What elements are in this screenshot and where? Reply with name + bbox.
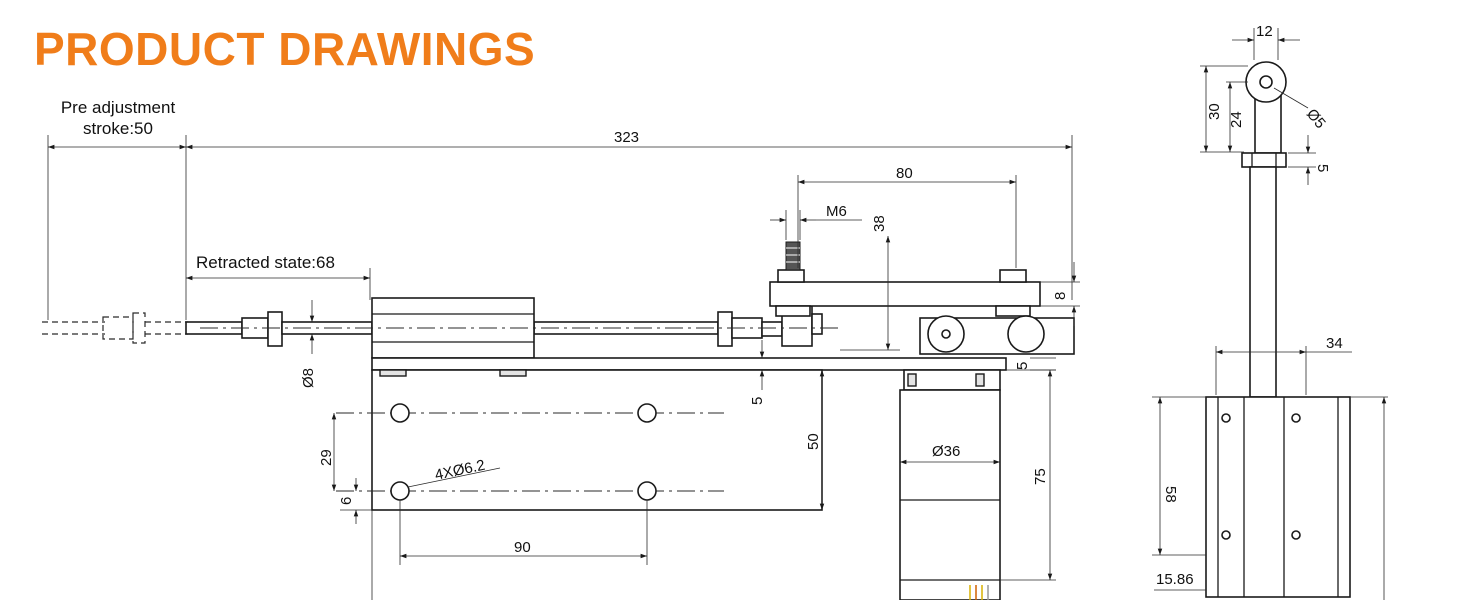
dim-hole-spacing-v: 29	[318, 449, 335, 466]
label-thread-m6: M6	[826, 203, 847, 220]
dim-eye-height-30: 30	[1206, 103, 1223, 120]
dim-overall-length: 323	[614, 129, 639, 146]
mounting-hole	[390, 403, 410, 423]
dim-plate-5-right: 5	[1014, 362, 1031, 370]
mounting-holes	[336, 403, 724, 501]
retracted-state-label: Retracted state:68	[196, 253, 335, 272]
dim-height-38: 38	[871, 215, 888, 232]
top-bracket	[769, 269, 1041, 317]
dim-motor-height: 75	[1032, 468, 1049, 485]
base-plate	[371, 357, 1007, 511]
label-motor-dia: Ø36	[932, 443, 960, 460]
dim-bracket-span: 80	[896, 165, 913, 182]
dim-bracket-thick: 8	[1052, 292, 1069, 300]
dim-nut-5: 5	[1314, 164, 1331, 172]
pre-adjustment-ghost-rod	[42, 312, 188, 344]
label-rod-dia: Ø8	[300, 368, 317, 388]
pre-adjustment-line2: stroke:50	[83, 119, 153, 138]
dim-eye-width: 12	[1256, 23, 1273, 40]
mounting-hole	[637, 403, 657, 423]
pre-adjustment-line1: Pre adjustment	[60, 98, 176, 117]
front-view: 323 80 M6 38 8 5 5 Ø8 50 29	[42, 129, 1080, 600]
dim-base-height: 50	[805, 433, 822, 450]
page-title: PRODUCT DRAWINGS	[34, 23, 536, 75]
pivot-bracket	[919, 315, 1075, 355]
dim-hole-offset: 6	[338, 497, 355, 505]
dim-hole-spacing-h: 90	[514, 539, 531, 556]
side-view: 12 30 24 Ø5 5 34 58 15.86	[1152, 23, 1388, 600]
dim-side-height: 58	[1162, 486, 1179, 503]
motor	[899, 369, 1001, 600]
dim-side-width: 34	[1326, 335, 1343, 352]
dim-side-offset: 15.86	[1156, 571, 1194, 588]
mounting-hole	[637, 481, 657, 501]
pre-adjustment-label: Pre adjustment stroke:50	[48, 97, 188, 139]
dim-plate-5-left: 5	[749, 397, 766, 405]
mounting-hole	[390, 481, 410, 501]
label-eye-dia: Ø5	[1303, 106, 1329, 132]
dim-eye-height-24: 24	[1228, 111, 1245, 128]
